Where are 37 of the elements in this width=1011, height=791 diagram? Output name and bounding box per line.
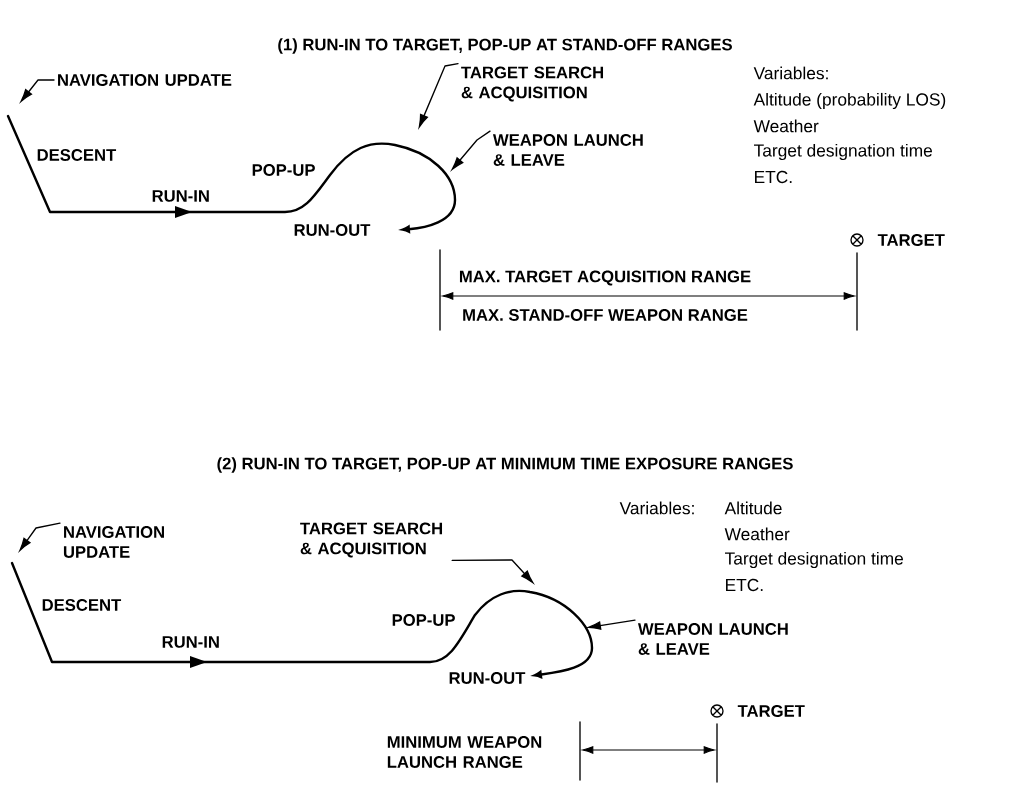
target-label: TARGET: [877, 234, 945, 246]
callout-text: TARGET SEARCH & ACQUISITION: [461, 66, 603, 102]
heading: (1) RUN-IN TO TARGET, POP-UP AT STAND-OFF RANGES: [278, 38, 732, 54]
variable-item: Altitude (probability LOS): [753, 92, 946, 110]
variable-item: Target designation time: [754, 143, 932, 161]
segment-label: RUN-OUT: [294, 224, 371, 236]
leader-line: [587, 619, 636, 630]
segment-label: DESCENT: [37, 149, 117, 161]
variable-item: Target designation time: [725, 551, 903, 569]
callout-text: WEAPON LAUNCH & LEAVE: [492, 134, 643, 166]
segment-label: RUN-IN: [152, 190, 209, 202]
callout-text: TARGET SEARCH & ACQUISITION: [300, 522, 442, 558]
variable-item: Altitude: [724, 501, 782, 515]
variable-item: ETC.: [726, 578, 763, 592]
callout-text: NAVIGATION UPDATE: [58, 74, 232, 86]
leader-line: [451, 559, 534, 584]
segment-label: RUN-IN: [162, 636, 219, 648]
leader-line: [20, 79, 55, 102]
variable-item: Weather: [753, 119, 819, 133]
range-label: MAX. STAND-OFF WEAPON RANGE: [463, 309, 748, 321]
leader-line: [418, 62, 459, 128]
variable-item: ETC.: [755, 170, 792, 184]
target-label: TARGET: [737, 705, 805, 717]
segment-label: DESCENT: [42, 599, 122, 611]
leader-line: [19, 522, 61, 551]
variable-item: Weather: [724, 527, 790, 541]
callout-text: NAVIGATION UPDATE: [63, 526, 164, 558]
segment-label: POP-UP: [392, 614, 455, 626]
segment-label: POP-UP: [252, 164, 315, 176]
heading: (2) RUN-IN TO TARGET, POP-UP AT MINIMUM TIME EXPOSURE RANGES: [217, 457, 793, 473]
variables-heading: Variables:: [619, 501, 694, 515]
variables-heading: Variables:: [753, 66, 828, 80]
callout-text: WEAPON LAUNCH & LEAVE: [637, 623, 788, 655]
range-label: MINIMUM WEAPON LAUNCH RANGE: [387, 736, 542, 768]
range-label: MAX. TARGET ACQUISITION RANGE: [459, 270, 751, 286]
leader-line: [451, 130, 491, 170]
segment-label: RUN-OUT: [449, 672, 526, 684]
